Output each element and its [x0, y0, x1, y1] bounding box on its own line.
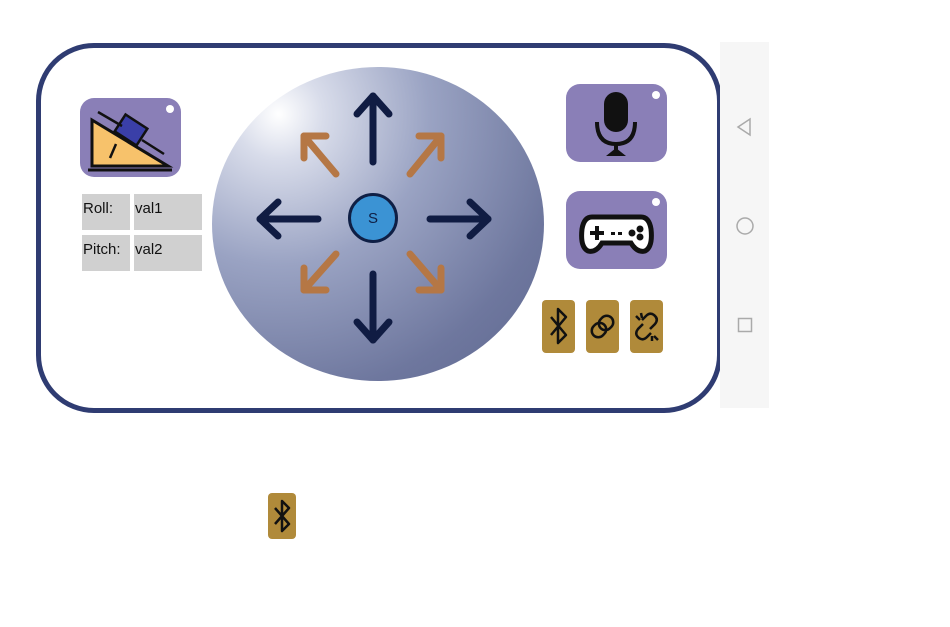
arrow-down-right-icon[interactable]: [410, 254, 441, 290]
arrow-down-left-icon[interactable]: [304, 254, 336, 290]
arrow-up-left-icon[interactable]: [304, 136, 336, 174]
arrow-up-right-icon[interactable]: [410, 136, 441, 174]
connect-button[interactable]: [586, 300, 619, 353]
system-navigation-bar: [720, 42, 769, 408]
home-icon[interactable]: [734, 215, 756, 237]
bluetooth-icon: [542, 300, 575, 353]
recents-icon[interactable]: [734, 314, 756, 336]
disconnect-button[interactable]: [630, 300, 663, 353]
back-icon[interactable]: [734, 116, 756, 138]
arrow-right-icon[interactable]: [430, 202, 488, 236]
bluetooth-icon: [268, 493, 296, 539]
gamepad-mode-button[interactable]: [566, 191, 667, 269]
bluetooth-status-button[interactable]: [268, 493, 296, 539]
voice-mode-button[interactable]: [566, 84, 667, 162]
unlink-icon: [630, 300, 663, 353]
arrow-down-icon[interactable]: [357, 274, 389, 340]
arrow-left-icon[interactable]: [260, 202, 318, 236]
arrow-up-icon[interactable]: [357, 96, 389, 162]
stop-button[interactable]: S: [348, 193, 398, 243]
link-icon: [586, 300, 619, 353]
status-dot: [652, 91, 660, 99]
bluetooth-button[interactable]: [542, 300, 575, 353]
status-dot: [652, 198, 660, 206]
